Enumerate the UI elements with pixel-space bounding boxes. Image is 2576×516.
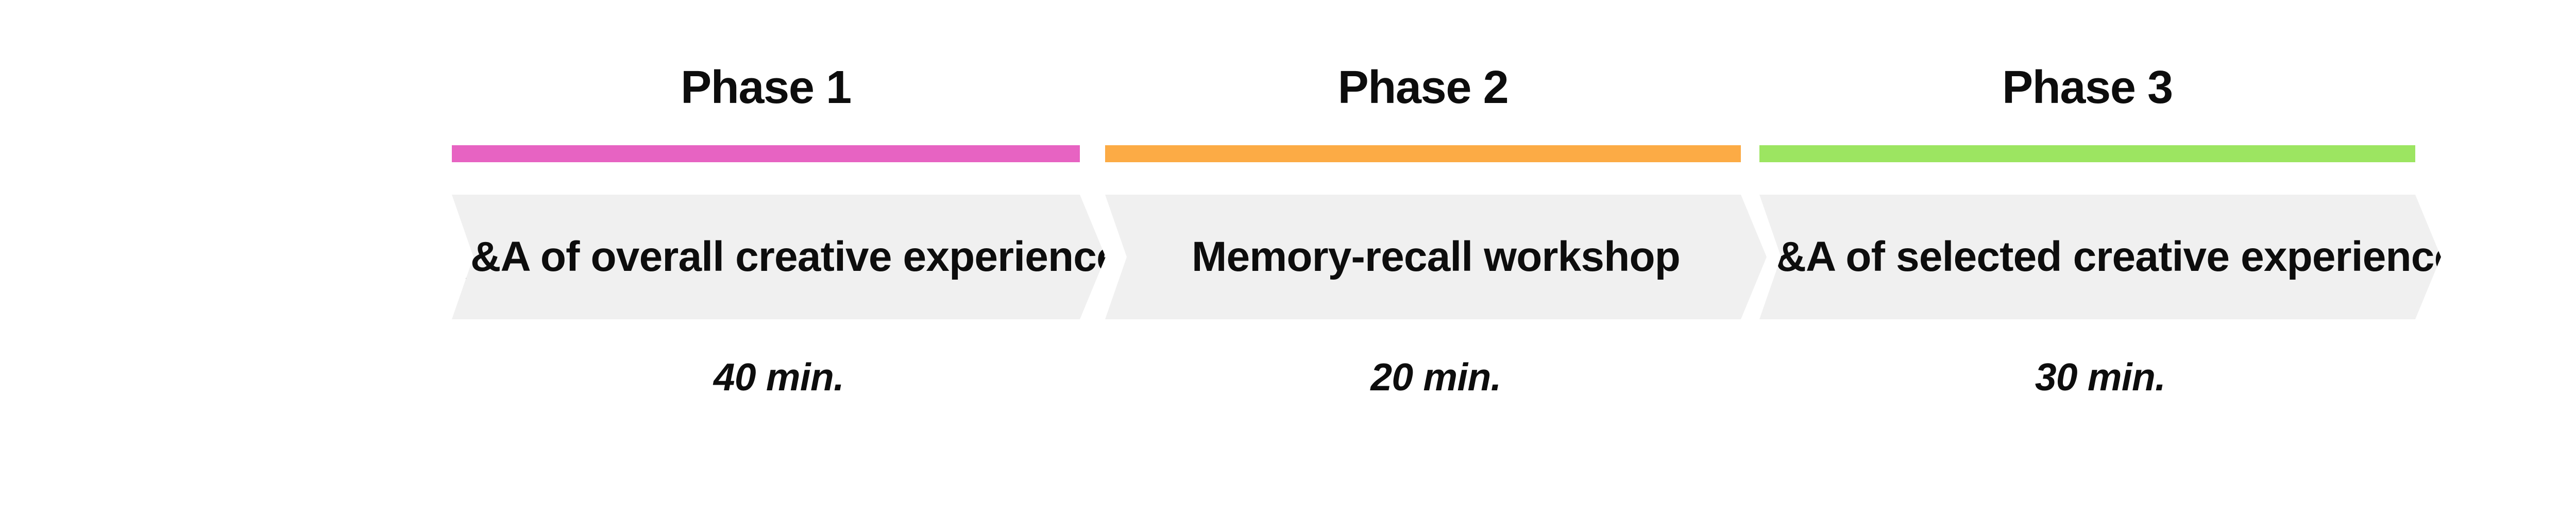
phase-arrow-band: Q&A of selected creative experience bbox=[1759, 195, 2441, 319]
phase-3-group: Phase 3 Q&A of selected creative experie… bbox=[1759, 0, 2415, 516]
phase-activity-label: Q&A of overall creative experience bbox=[438, 233, 1120, 280]
phase-arrow-band: Memory-recall workshop bbox=[1105, 195, 1767, 319]
phase-2-group: Phase 2 Memory-recall workshop 20 min. bbox=[1105, 0, 1741, 516]
phase-duration: 40 min. bbox=[713, 355, 844, 399]
phase-1-group: Phase 1 Q&A of overall creative experien… bbox=[452, 0, 1080, 516]
phase-title: Phase 1 bbox=[681, 62, 852, 113]
phase-arrow-band: Q&A of overall creative experience bbox=[452, 195, 1106, 319]
phase-duration: 20 min. bbox=[1370, 355, 1501, 399]
phase-title: Phase 3 bbox=[2002, 62, 2173, 113]
phase-activity-label: Memory-recall workshop bbox=[1191, 233, 1681, 280]
phase-title: Phase 2 bbox=[1337, 62, 1509, 113]
phase-color-bar bbox=[1105, 145, 1741, 162]
phase-duration: 30 min. bbox=[2035, 355, 2166, 399]
phase-color-bar bbox=[452, 145, 1080, 162]
phase-activity-label: Q&A of selected creative experience bbox=[1743, 233, 2458, 280]
phase-color-bar bbox=[1759, 145, 2415, 162]
